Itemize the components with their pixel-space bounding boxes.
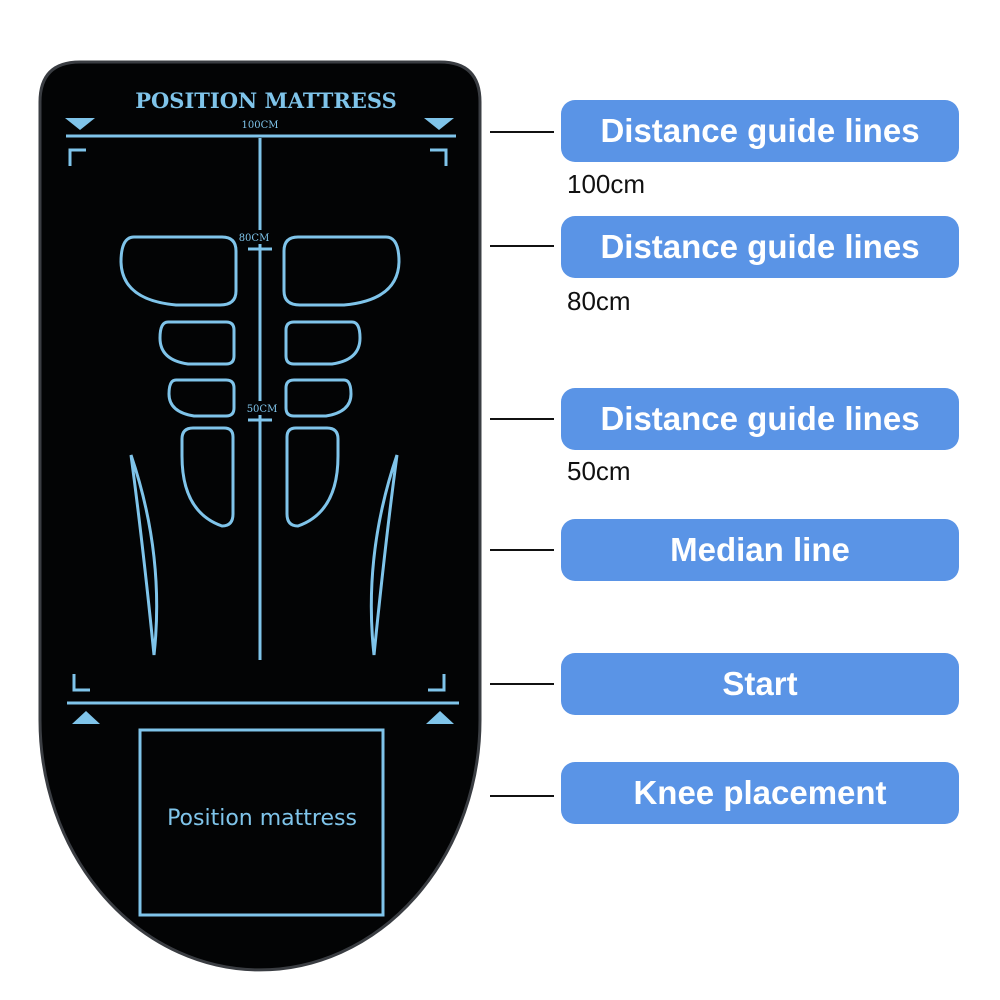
- corner-bottom-right: [428, 674, 446, 692]
- callout-distance-80: Distance guide lines 80cm: [0, 216, 1000, 316]
- label-pill: Median line: [561, 519, 959, 581]
- corner-brackets: [68, 148, 448, 692]
- side-curve-right: [369, 454, 399, 656]
- knee-placement-box: [138, 728, 385, 917]
- ab-pad-left-upper: [158, 320, 236, 366]
- callout-start: Start: [0, 653, 1000, 715]
- label-pill: Distance guide lines: [561, 388, 959, 450]
- connector-line: [490, 795, 554, 797]
- connector-line: [490, 549, 554, 551]
- mark-80-label: 80CM: [239, 233, 270, 244]
- distance-sublabel: 100cm: [567, 169, 646, 199]
- label-pill: Start: [561, 653, 959, 715]
- distance-sublabel: 80cm: [567, 286, 631, 316]
- connector-line: [490, 131, 554, 133]
- ab-pad-right-upper: [284, 320, 362, 366]
- chest-pad-left: [119, 235, 238, 307]
- connector-line: [490, 418, 554, 420]
- bottom-left-arrow-icon: [72, 711, 100, 724]
- top-guide-line: [65, 118, 456, 138]
- bottom-right-arrow-icon: [426, 711, 454, 724]
- corner-top-right: [430, 148, 448, 166]
- hip-pad-right: [285, 426, 340, 528]
- hip-pad-left: [180, 426, 235, 528]
- callout-distance-50: Distance guide lines 50cm: [0, 388, 1000, 486]
- label-pill: Distance guide lines: [561, 100, 959, 162]
- chest-pad-right: [282, 235, 401, 307]
- distance-sublabel: 50cm: [567, 456, 631, 486]
- label-pill: Distance guide lines: [561, 216, 959, 278]
- top-left-arrow-icon: [65, 118, 95, 130]
- callout-distance-100: Distance guide lines 100cm: [0, 100, 1000, 199]
- ab-pad-right-lower: [284, 378, 353, 418]
- ab-pad-left-lower: [167, 378, 236, 418]
- corner-top-left: [68, 148, 86, 166]
- corner-bottom-left: [72, 674, 90, 692]
- mark-50-label: 50CM: [247, 404, 278, 415]
- callout-median-line: Median line: [0, 519, 1000, 581]
- top-right-arrow-icon: [424, 118, 454, 130]
- start-line: [67, 701, 459, 724]
- label-pill: Knee placement: [561, 762, 959, 824]
- body-outline: [119, 235, 401, 656]
- side-curve-left: [129, 454, 159, 656]
- mat-title: POSITION MATTRESS: [135, 88, 397, 113]
- top-width-label: 100CM: [242, 120, 279, 131]
- connector-line: [490, 245, 554, 247]
- knee-box-label: Position mattress: [167, 806, 357, 831]
- callout-knee-placement: Knee placement: [0, 762, 1000, 824]
- connector-line: [490, 683, 554, 685]
